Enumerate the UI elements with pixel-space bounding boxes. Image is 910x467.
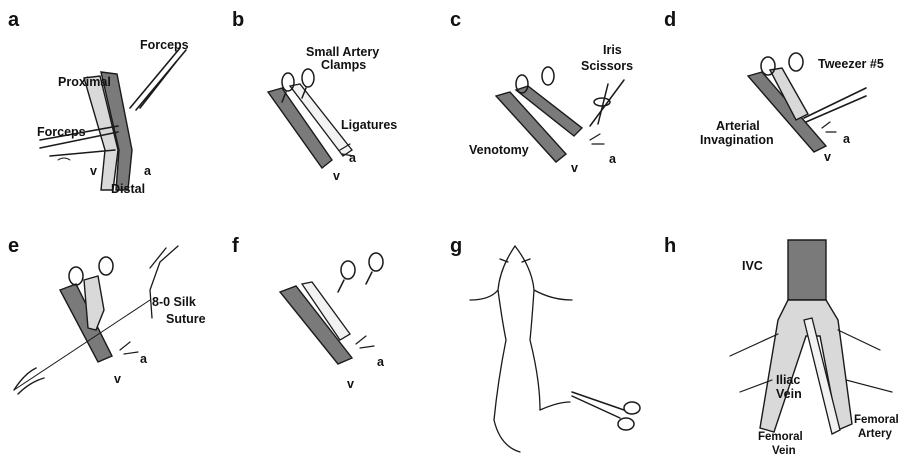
clamp-icon <box>338 253 383 292</box>
panel-letter-f: f <box>232 235 239 257</box>
tweezer-icon <box>804 88 866 122</box>
panel-letter-b: b <box>232 9 244 31</box>
label-tweezer: Tweezer #5 <box>818 57 884 71</box>
label-distal: Distal <box>111 182 145 196</box>
panel-letter-e: e <box>8 235 19 257</box>
label-forceps-top: Forceps <box>140 38 189 52</box>
ligature-mark <box>356 336 374 348</box>
panel-a: a Forceps Proximal Forceps v a Distal <box>8 9 189 196</box>
label-a: a <box>609 152 617 166</box>
panel-letter-c: c <box>450 9 461 31</box>
vessel-pair-e <box>60 276 112 362</box>
panel-letter-h: h <box>664 235 676 257</box>
rat-icon <box>470 246 572 452</box>
label-suture-2: Suture <box>166 312 206 326</box>
label-invagination: Invagination <box>700 133 774 147</box>
label-v: v <box>90 164 97 178</box>
label-a: a <box>349 151 357 165</box>
label-femoral-vein-1: Femoral <box>758 431 803 443</box>
label-clamps-1: Small Artery <box>306 45 379 59</box>
vessel-pair-f <box>280 282 352 364</box>
label-ivc: IVC <box>742 259 763 273</box>
label-v: v <box>824 150 831 164</box>
label-proximal: Proximal <box>58 75 111 89</box>
label-a: a <box>140 352 148 366</box>
label-suture-1: 8-0 Silk <box>152 295 196 309</box>
ligature-mark <box>822 122 836 132</box>
label-v: v <box>571 161 578 175</box>
label-clamps-2: Clamps <box>321 58 366 72</box>
label-v: v <box>114 372 121 386</box>
panel-g: g <box>450 235 640 452</box>
panel-e: e 8-0 Silk Suture a v <box>8 235 206 394</box>
forceps-icon <box>14 368 44 394</box>
iris-scissors-icon <box>590 80 624 126</box>
label-iris: Iris <box>603 43 622 57</box>
label-scissors: Scissors <box>581 59 633 73</box>
label-iliac: Iliac <box>776 373 800 387</box>
panel-c: c Iris Scissors Venotomy v a <box>450 9 633 175</box>
label-v: v <box>333 169 340 183</box>
label-forceps-left: Forceps <box>37 125 86 139</box>
forceps-top-icon <box>130 48 186 110</box>
panel-b: b Small Artery Clamps Ligatures a v <box>232 9 397 183</box>
label-femoral-artery-2: Artery <box>858 428 892 440</box>
label-iliac-vein: Vein <box>776 387 802 401</box>
scissors-icon <box>572 392 640 430</box>
label-venotomy: Venotomy <box>469 143 529 157</box>
scale-mark <box>58 158 70 160</box>
label-ligatures: Ligatures <box>341 118 397 132</box>
label-v: v <box>347 377 354 391</box>
label-femoral-artery-1: Femoral <box>854 414 899 426</box>
vessel-pair-b <box>268 84 352 168</box>
vessel-tree-h <box>760 240 852 434</box>
label-arterial: Arterial <box>716 119 760 133</box>
ligature-mark <box>120 342 138 354</box>
ligature-mark <box>590 134 604 144</box>
label-a: a <box>144 164 152 178</box>
label-a: a <box>377 355 385 369</box>
panel-letter-a: a <box>8 9 20 31</box>
panel-letter-d: d <box>664 9 676 31</box>
panel-h: h IVC Iliac Vein Femoral Artery Femoral … <box>664 235 899 457</box>
panel-f: f a v <box>232 235 385 391</box>
panel-letter-g: g <box>450 235 462 257</box>
label-femoral-vein-2: Vein <box>772 445 796 457</box>
panel-d: d Tweezer #5 Arterial Invagination a v <box>664 9 884 164</box>
label-a: a <box>843 132 851 146</box>
